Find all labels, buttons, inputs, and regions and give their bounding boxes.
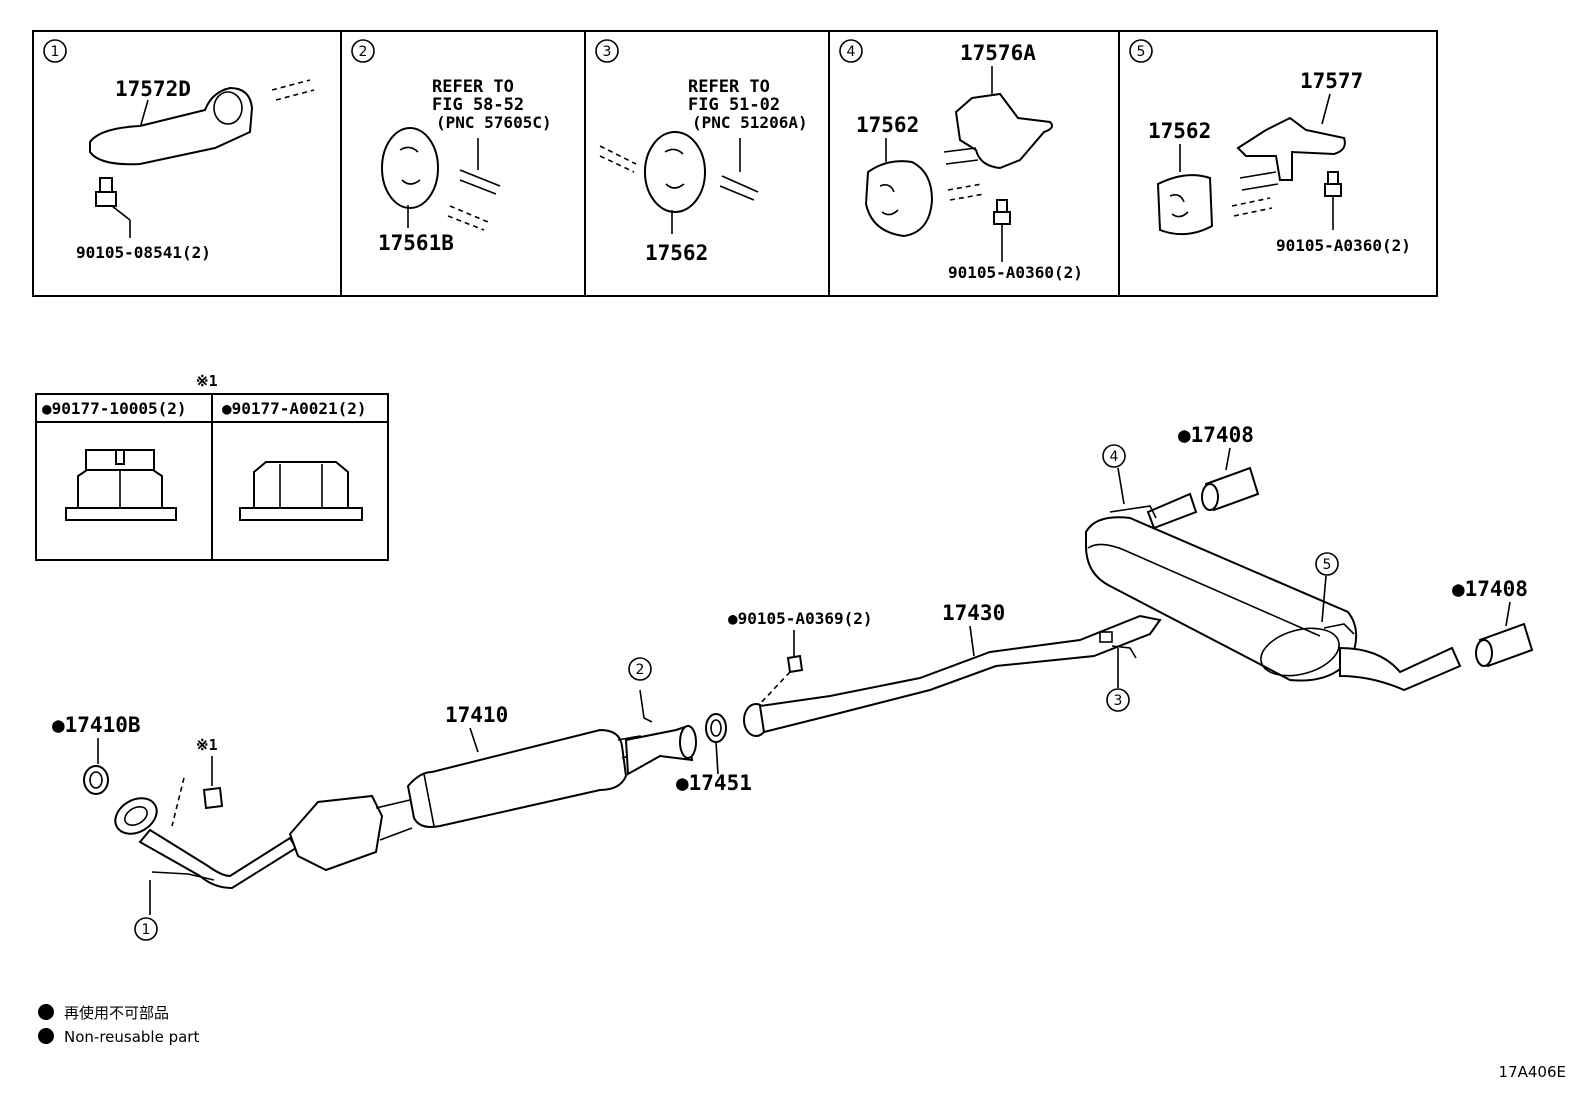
svg-text:4: 4: [847, 44, 856, 60]
part-17572d-label: 17572D: [115, 77, 191, 101]
bolt-icon: [786, 654, 804, 674]
svg-text:(PNC 51206A): (PNC 51206A): [692, 113, 808, 132]
svg-text:(PNC 57605C): (PNC 57605C): [436, 113, 552, 132]
inset-1: 1 17572D 90105-08541(2): [43, 39, 315, 262]
callout-1-badge: [134, 917, 158, 941]
svg-text:17562: 17562: [1148, 119, 1211, 143]
svg-text:3: 3: [1114, 693, 1123, 709]
svg-text:90105-A0360(2): 90105-A0360(2): [948, 263, 1083, 282]
part-17410-label: 17410: [445, 703, 508, 727]
bullet-icon: [38, 1028, 54, 1044]
part-17408-upper-label: ●17408: [1178, 423, 1254, 447]
inset-1-badge: [43, 39, 67, 63]
svg-text:FIG 51-02: FIG 51-02: [688, 95, 780, 115]
inset-3: 3 REFER TO FIG 51-02 (PNC 51206A) 17562: [595, 39, 808, 265]
bullet-icon: [38, 1004, 54, 1020]
inset-5: 5 17577 17562 90105-A0360(2): [1129, 39, 1411, 255]
svg-text:※1: ※1: [196, 736, 218, 754]
svg-text:90105-A0360(2): 90105-A0360(2): [1276, 236, 1411, 255]
part-17561b-label: 17561B: [378, 231, 454, 255]
inset-strip: [32, 30, 1438, 297]
inset-2: 2 REFER TO FIG 58-52 (PNC 57605C) 17561B: [351, 39, 552, 255]
inset-4: 4 17576A 17562 90105-A0360(2): [839, 39, 1083, 282]
muffler-section: 4 5: [1085, 444, 1462, 692]
front-flange-icon: [114, 797, 158, 835]
legend-en: Non-reusable part: [64, 1028, 199, 1046]
rubber-hanger-icon: [864, 160, 934, 238]
bracket-17576a-icon: [954, 92, 1053, 170]
svg-text:5: 5: [1323, 557, 1332, 573]
svg-text:FIG 58-52: FIG 58-52: [432, 95, 524, 115]
center-pipe-section: 17410 2: [406, 657, 697, 828]
intermediate-pipe-17430-icon: [758, 614, 1162, 734]
legend: 再使用不可部品 Non-reusable part: [38, 1004, 199, 1046]
part-17451-label: ●17451: [676, 771, 752, 795]
front-pipe-section: ●17410B ※1 1: [52, 713, 413, 941]
note-mark: ※1: [196, 372, 218, 390]
catalytic-converter-icon: [288, 794, 384, 872]
part-90105-a0369-label: ●90105-A0369(2): [728, 609, 873, 628]
svg-text:1: 1: [142, 922, 151, 938]
svg-text:REFER TO: REFER TO: [432, 77, 514, 97]
nut-a-header: ●90177-10005(2): [42, 399, 187, 418]
part-17410b-label: ●17410B: [52, 713, 141, 737]
flange-nut-icon: [239, 461, 363, 521]
svg-text:2: 2: [359, 44, 368, 60]
muffler-icon: [1085, 516, 1358, 682]
center-pipe-17410-icon: [406, 728, 628, 828]
inset-1-number: 1: [51, 44, 60, 60]
svg-text:3: 3: [603, 44, 612, 60]
tail-pipe-section: ●90105-A0369(2) 17430 3: [728, 601, 1162, 737]
svg-text:17576A: 17576A: [960, 41, 1036, 65]
bolt-icon: [95, 177, 117, 207]
rubber-hanger-icon: [1156, 174, 1214, 236]
svg-text:4: 4: [1110, 449, 1119, 465]
legend-jp: 再使用不可部品: [64, 1004, 169, 1022]
nut-table: ※1 ●90177-10005(2) ●90177-A0021(2): [35, 372, 389, 561]
castle-nut-icon: [65, 449, 177, 521]
svg-text:5: 5: [1137, 44, 1146, 60]
gasket-17451: ●17451: [676, 713, 752, 795]
svg-text:17562: 17562: [856, 113, 919, 137]
rubber-hanger-icon: [381, 127, 439, 209]
part-90105-08541-label: 90105-08541(2): [76, 243, 211, 262]
part-17430-label: 17430: [942, 601, 1005, 625]
svg-text:REFER TO: REFER TO: [688, 77, 770, 97]
nut-b-header: ●90177-A0021(2): [222, 399, 367, 418]
bracket-17577-icon: [1236, 116, 1346, 181]
figure-id: 17A406E: [1499, 1063, 1566, 1081]
bolt-icon: [993, 199, 1011, 225]
svg-text:17577: 17577: [1300, 69, 1363, 93]
svg-text:2: 2: [636, 662, 645, 678]
part-17408-lower-label: ●17408: [1452, 577, 1528, 601]
gasket-17410b-icon: [83, 765, 109, 795]
bolt-icon: [1324, 171, 1342, 197]
nut-icon: [202, 786, 224, 810]
part-17562-label: 17562: [645, 241, 708, 265]
rubber-hanger-icon: [644, 131, 706, 213]
bracket-17572d-icon: [89, 86, 254, 166]
tail-tips: ●17408 ●17408: [1178, 423, 1534, 668]
